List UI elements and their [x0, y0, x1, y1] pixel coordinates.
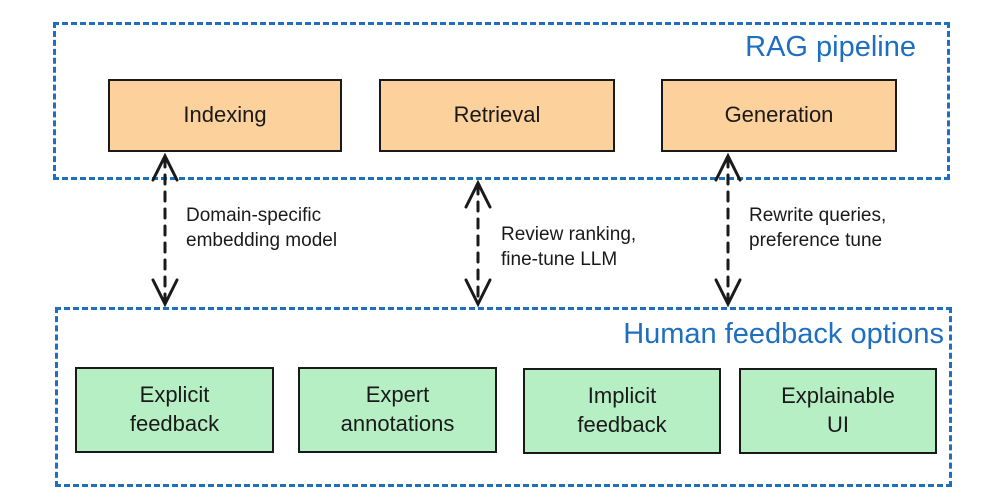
human-feedback-title: Human feedback options: [623, 318, 944, 350]
indexing-feedback-arrow: [151, 152, 179, 308]
generation-node: Generation: [661, 79, 897, 152]
indexing-node: Indexing: [108, 79, 342, 152]
rag-pipeline-title: RAG pipeline: [745, 31, 916, 63]
indexing-edge-label: Domain-specific embedding model: [186, 205, 338, 251]
explainable-ui-node: Explainable UI: [739, 368, 937, 454]
retrieval-node: Retrieval: [379, 79, 615, 152]
implicit-feedback-node: Implicit feedback: [523, 368, 721, 454]
retrieval-edge-label: Review ranking, fine-tune LLM: [501, 224, 637, 270]
rag-pipeline-group: [53, 22, 950, 180]
expert-annotations-node: Expert annotations: [298, 367, 497, 453]
human-feedback-group: [55, 307, 952, 487]
generation-feedback-arrow: [714, 152, 742, 308]
generation-edge-label: Rewrite queries, preference tune: [749, 205, 887, 251]
explicit-feedback-node: Explicit feedback: [75, 367, 274, 453]
retrieval-feedback-arrow: [464, 179, 492, 308]
